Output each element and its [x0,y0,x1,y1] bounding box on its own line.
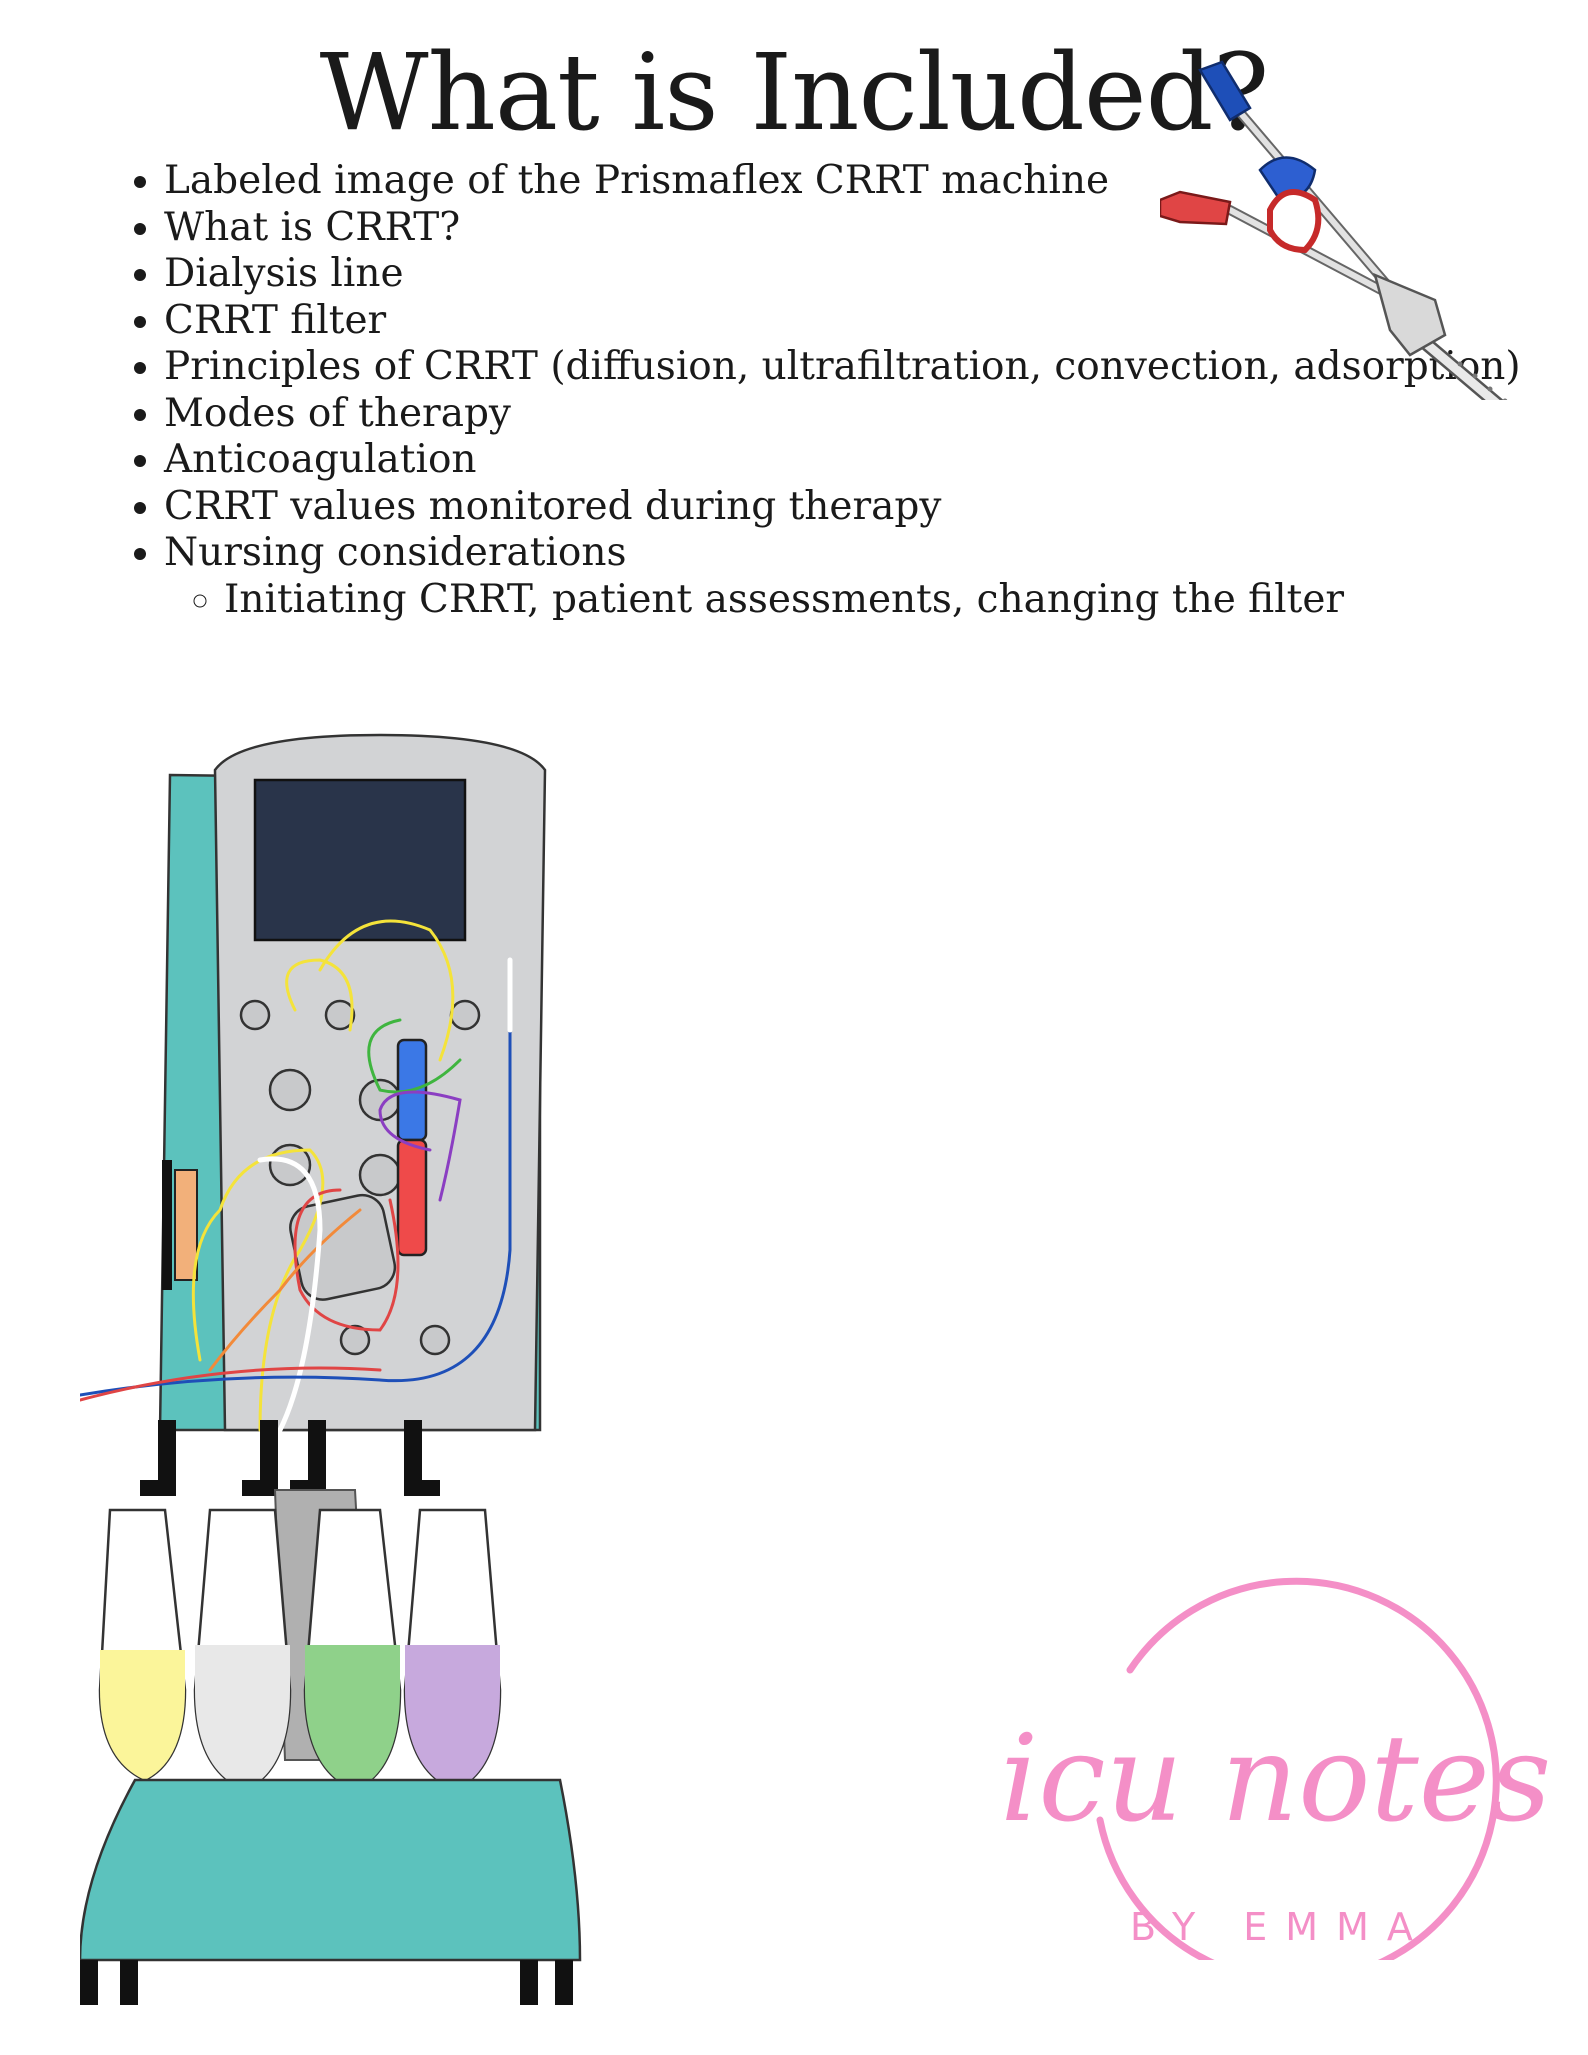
logo-script-text: icu notes [1000,1710,1550,1849]
list-item: CRRT values monitored during therapy [164,484,1521,531]
list-item: What is CRRT? [164,205,1521,252]
icu-notes-logo: icu notes BY EMMA [1000,1577,1550,1960]
list-item: Dialysis line [164,251,1521,298]
list-item-label: Nursing considerations [164,530,627,575]
sub-list-item: Initiating CRRT, patient assessments, ch… [224,577,1521,624]
dialysis-catheter-illustration [1160,60,1508,400]
list-item: Labeled image of the Prismaflex CRRT mac… [164,158,1521,205]
list-item: Nursing considerations Initiating CRRT, … [164,530,1521,623]
list-item: CRRT filter [164,298,1521,345]
list-item: Anticoagulation [164,437,1521,484]
list-item: Modes of therapy [164,391,1521,438]
list-item: Principles of CRRT (diffusion, ultrafilt… [164,344,1521,391]
page-title: What is Included? [319,31,1270,154]
logo-byline-text: BY EMMA [1130,1905,1431,1949]
sub-list: Initiating CRRT, patient assessments, ch… [164,577,1521,624]
prismaflex-machine-illustration [80,733,582,2005]
included-list: Labeled image of the Prismaflex CRRT mac… [120,158,1521,623]
